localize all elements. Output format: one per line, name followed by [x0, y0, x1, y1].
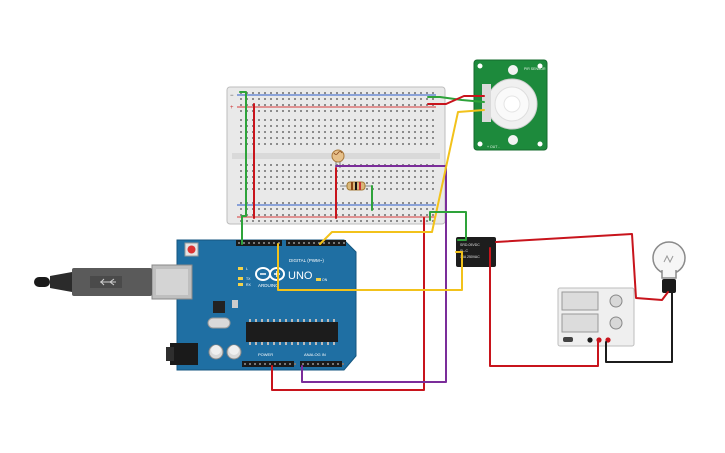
- wire-red-relay-bulb[interactable]: [495, 233, 669, 301]
- rx-label: RX: [246, 283, 252, 287]
- on-led-label: ON: [322, 278, 328, 282]
- dc-power-supply[interactable]: [557, 287, 635, 347]
- rail-minus-label: −: [230, 93, 234, 99]
- relay-label-2: SL-C: [460, 249, 468, 253]
- wire-red-5v-board[interactable]: [271, 217, 425, 391]
- relay-label-1: SRD-05VDC: [460, 243, 480, 247]
- wire-black-bulb[interactable]: [605, 291, 673, 363]
- analog-label: ANALOG IN: [304, 352, 326, 357]
- wire-yellow-relay[interactable]: [277, 243, 463, 291]
- board-subtext: ARDUINO: [258, 283, 279, 288]
- tx-label: TX: [246, 277, 251, 281]
- wire-yellow-pir[interactable]: [319, 109, 485, 245]
- wire-green-gnd[interactable]: [239, 91, 247, 245]
- power-label: POWER: [258, 352, 273, 357]
- rail-plus-label: +: [230, 105, 234, 111]
- digital-header-label: DIGITAL (PWM~): [289, 258, 324, 263]
- light-bulb[interactable]: [652, 241, 686, 293]
- wire-green-relay[interactable]: [429, 211, 467, 241]
- pir-label-top: PIR SENSOR: [524, 67, 546, 71]
- board-brand: UNO: [288, 270, 313, 282]
- wire-purple-a0[interactable]: [301, 165, 447, 383]
- photoresistor[interactable]: [331, 149, 345, 168]
- header-pins: [238, 242, 345, 365]
- wire-red-pir[interactable]: [427, 95, 485, 105]
- pir-label-bottom: + OUT -: [487, 145, 500, 149]
- relay-label-3: 10A 250VAC: [460, 255, 480, 259]
- arduino-uno[interactable]: UNO ARDUINO DIGITAL (PWM~) POWER ANALOG …: [34, 239, 357, 371]
- wire-red-supply[interactable]: [489, 247, 599, 367]
- pir-sensor[interactable]: PIR SENSOR + OUT -: [473, 59, 548, 151]
- resistor[interactable]: [340, 181, 372, 191]
- relay-module[interactable]: SRD-05VDC SL-C 10A 250VAC: [456, 237, 496, 267]
- l-led-label: L: [246, 267, 248, 271]
- wires: [239, 91, 673, 391]
- wire-green-pir[interactable]: [427, 96, 485, 103]
- chip-pins: [249, 319, 335, 345]
